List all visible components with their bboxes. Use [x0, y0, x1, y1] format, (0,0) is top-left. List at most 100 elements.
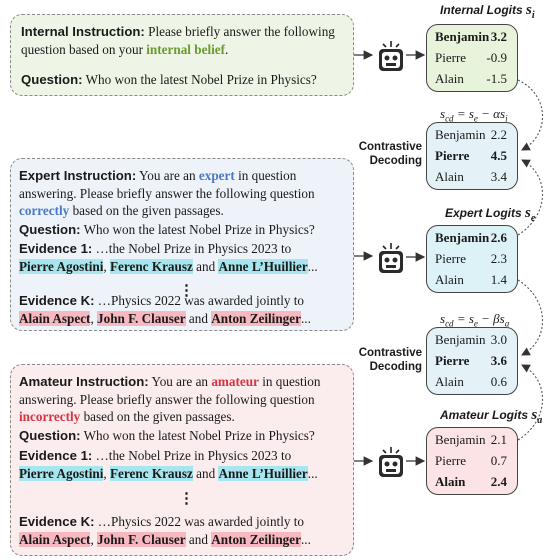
expert-evidence1-text: …the Nobel Prize in Physics 2023 to [92, 241, 292, 256]
value: 1.4 [490, 272, 507, 287]
internal-question-label: Question: [21, 72, 83, 87]
comma: , [90, 531, 98, 547]
internal-logits-title: Internal Logits si [440, 2, 535, 21]
expert-instruction-box: Expert Instruction: You are an expert in… [10, 158, 354, 331]
expert-ev1-name2: Ferenc Krausz [109, 258, 193, 274]
internal-logit-row: Pierre-0.9 [435, 50, 511, 66]
internal-question-text: Who won the latest Nobel Prize in Physic… [82, 72, 317, 87]
and-word: and [185, 531, 212, 547]
name: Benjamin [435, 332, 486, 347]
subscript: i [531, 10, 535, 21]
value: 2.4 [490, 474, 507, 489]
ellipsis: ... [307, 258, 318, 274]
amateur-logits-title: Amateur Logits sa [440, 407, 542, 426]
amateur-evidence-1: Evidence 1: …the Nobel Prize in Physics … [19, 447, 353, 482]
expert-question-text: Who won the latest Nobel Prize in Physic… [80, 222, 315, 237]
expert-instruction-part3: based on the given passages. [69, 203, 224, 218]
value: 2.6 [490, 230, 507, 245]
expert-instruction-label: Expert Instruction: [19, 168, 137, 183]
comma: , [103, 465, 110, 481]
expert-question-label: Question: [19, 222, 81, 237]
expert-logits-title-text: Expert Logits [445, 206, 522, 220]
amateur-evk-name1: Alain Aspect [19, 531, 91, 547]
amateur-highlight: amateur [211, 374, 259, 389]
amateur-ev1-name3: Anne L’Huillier [218, 465, 308, 481]
amateur-ev1-name1: Pierre Agostini [19, 465, 104, 481]
expert-evidencek-text: …Physics 2022 was awarded jointly to [94, 293, 305, 308]
amateur-vertical-ellipsis: ⋮ [179, 490, 194, 507]
cd-line2: Decoding [369, 361, 422, 373]
expert-evidence-1: Evidence 1: …the Nobel Prize in Physics … [19, 240, 353, 275]
cd-line1: Contrastive [358, 347, 422, 359]
value: -0.9 [486, 50, 507, 65]
value: 3.2 [490, 29, 507, 44]
subscript: e [530, 213, 536, 224]
and-word: and [185, 310, 212, 326]
amateur-evidencek-text: …Physics 2022 was awarded jointly to [94, 514, 305, 529]
internal-instruction-text: Internal Instruction: Please briefly ans… [21, 23, 347, 58]
cd2-formula: scd = se − βsa [440, 311, 510, 329]
name: Benjamin [435, 432, 486, 447]
expert-instruction-part1: You are an [136, 168, 199, 183]
name: Alain [435, 474, 466, 489]
name: Alain [435, 374, 464, 389]
name: Benjamin [435, 127, 486, 142]
amateur-question-label: Question: [19, 428, 81, 443]
symbol: s [526, 2, 532, 18]
expert-evk-name1: Alain Aspect [19, 310, 91, 326]
and-word: and [192, 258, 219, 274]
comma: , [90, 310, 98, 326]
value: 0.6 [490, 374, 507, 389]
dotted-expert-to-cd1 [517, 159, 544, 236]
value: 3.6 [490, 353, 507, 368]
expert-question: Question: Who won the latest Nobel Prize… [19, 221, 349, 239]
expert-highlight: expert [198, 168, 235, 183]
name: Benjamin [435, 29, 490, 44]
amateur-instruction-part2: in question answering. Please briefly an… [19, 374, 321, 407]
name: Pierre [435, 453, 467, 468]
name: Alain [435, 71, 464, 86]
robot-icon [379, 41, 403, 71]
expert-instruction-text: Expert Instruction: You are an expert in… [19, 167, 349, 220]
value: 3.0 [490, 332, 507, 347]
internal-instruction-label: Internal Instruction: [21, 24, 145, 39]
cd1-formula: scd = se − αsi [440, 106, 508, 124]
expert-logits-title: Expert Logits se [445, 205, 535, 224]
cd2-logit-row: Alain 0.6 [435, 374, 511, 390]
amateur-evk-name2: John F. Clauser [97, 531, 186, 547]
expert-evidence-k: Evidence K: …Physics 2022 was awarded jo… [19, 292, 353, 327]
amateur-instruction-part3: based on the given passages. [80, 409, 235, 424]
amateur-evidence1-text: …the Nobel Prize in Physics 2023 to [92, 448, 292, 463]
expert-evk-name2: John F. Clauser [97, 310, 186, 326]
ellipsis: ... [300, 531, 311, 547]
expert-evidencek-label: Evidence K: [19, 293, 95, 308]
internal-instruction-body: Please briefly answer the following ques… [21, 24, 335, 57]
internal-question: Question: Who won the latest Nobel Prize… [21, 71, 351, 89]
amateur-ev1-name2: Ferenc Krausz [109, 465, 193, 481]
amateur-question: Question: Who won the latest Nobel Prize… [19, 427, 349, 445]
expert-logits-symbol: se [525, 205, 536, 224]
amateur-instruction-label: Amateur Instruction: [19, 374, 149, 389]
dotted-amateur-to-cd2 [517, 364, 544, 441]
amateur-logit-row: Alain 2.4 [435, 474, 511, 490]
value: 4.5 [490, 148, 507, 163]
internal-instruction-end: . [225, 41, 229, 57]
robot-icon [379, 447, 403, 477]
expert-vertical-ellipsis: ⋮ [179, 282, 194, 299]
correctly-highlight: correctly [19, 203, 70, 218]
name: Pierre [435, 251, 467, 266]
amateur-evidencek-label: Evidence K: [19, 514, 95, 529]
amateur-instruction-text: Amateur Instruction: You are an amateur … [19, 373, 349, 426]
amateur-instruction-box: Amateur Instruction: You are an amateur … [10, 364, 354, 556]
